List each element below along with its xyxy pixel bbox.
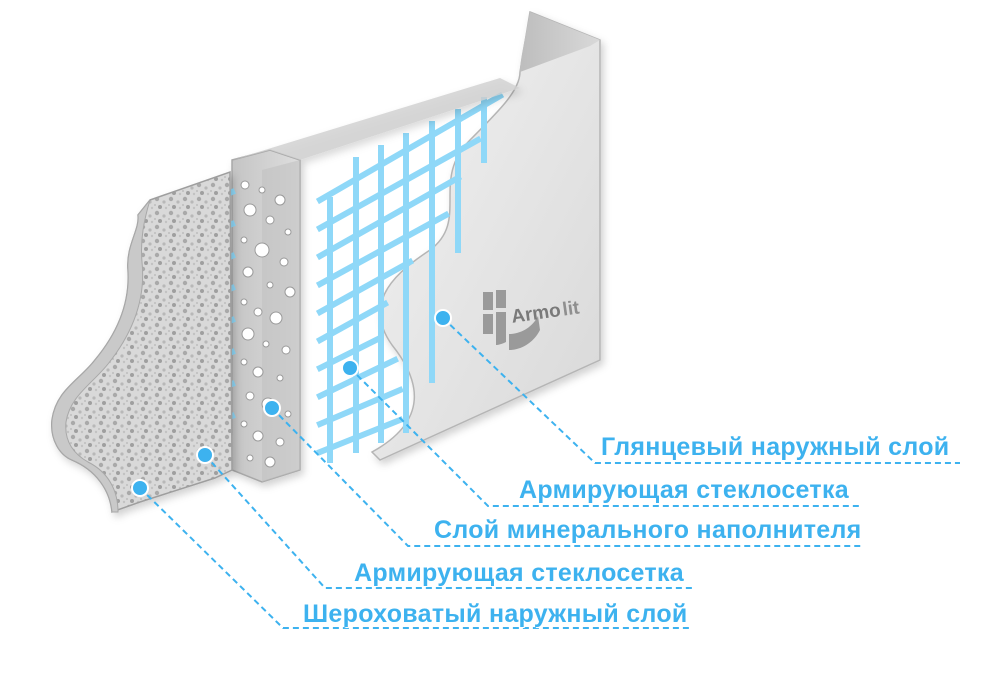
rough-outer-layer (51, 170, 233, 514)
label-mineral-filler-layer: Слой минерального наполнителя (434, 516, 862, 544)
label-reinforcing-mesh-front: Армирующая стеклосетка (354, 559, 684, 587)
label-rough-outer-layer: Шероховатый наружный слой (303, 600, 688, 628)
logo-lit: lit (561, 297, 581, 321)
reinforcing-mesh-back (315, 91, 505, 463)
leader-dots (131, 309, 452, 497)
label-reinforcing-mesh-back: Армирующая стеклосетка (519, 476, 849, 504)
armolit-logo (483, 290, 540, 350)
label-glossy-outer-layer: Глянцевый наружный слой (601, 433, 950, 461)
leader-lines (139, 317, 960, 629)
